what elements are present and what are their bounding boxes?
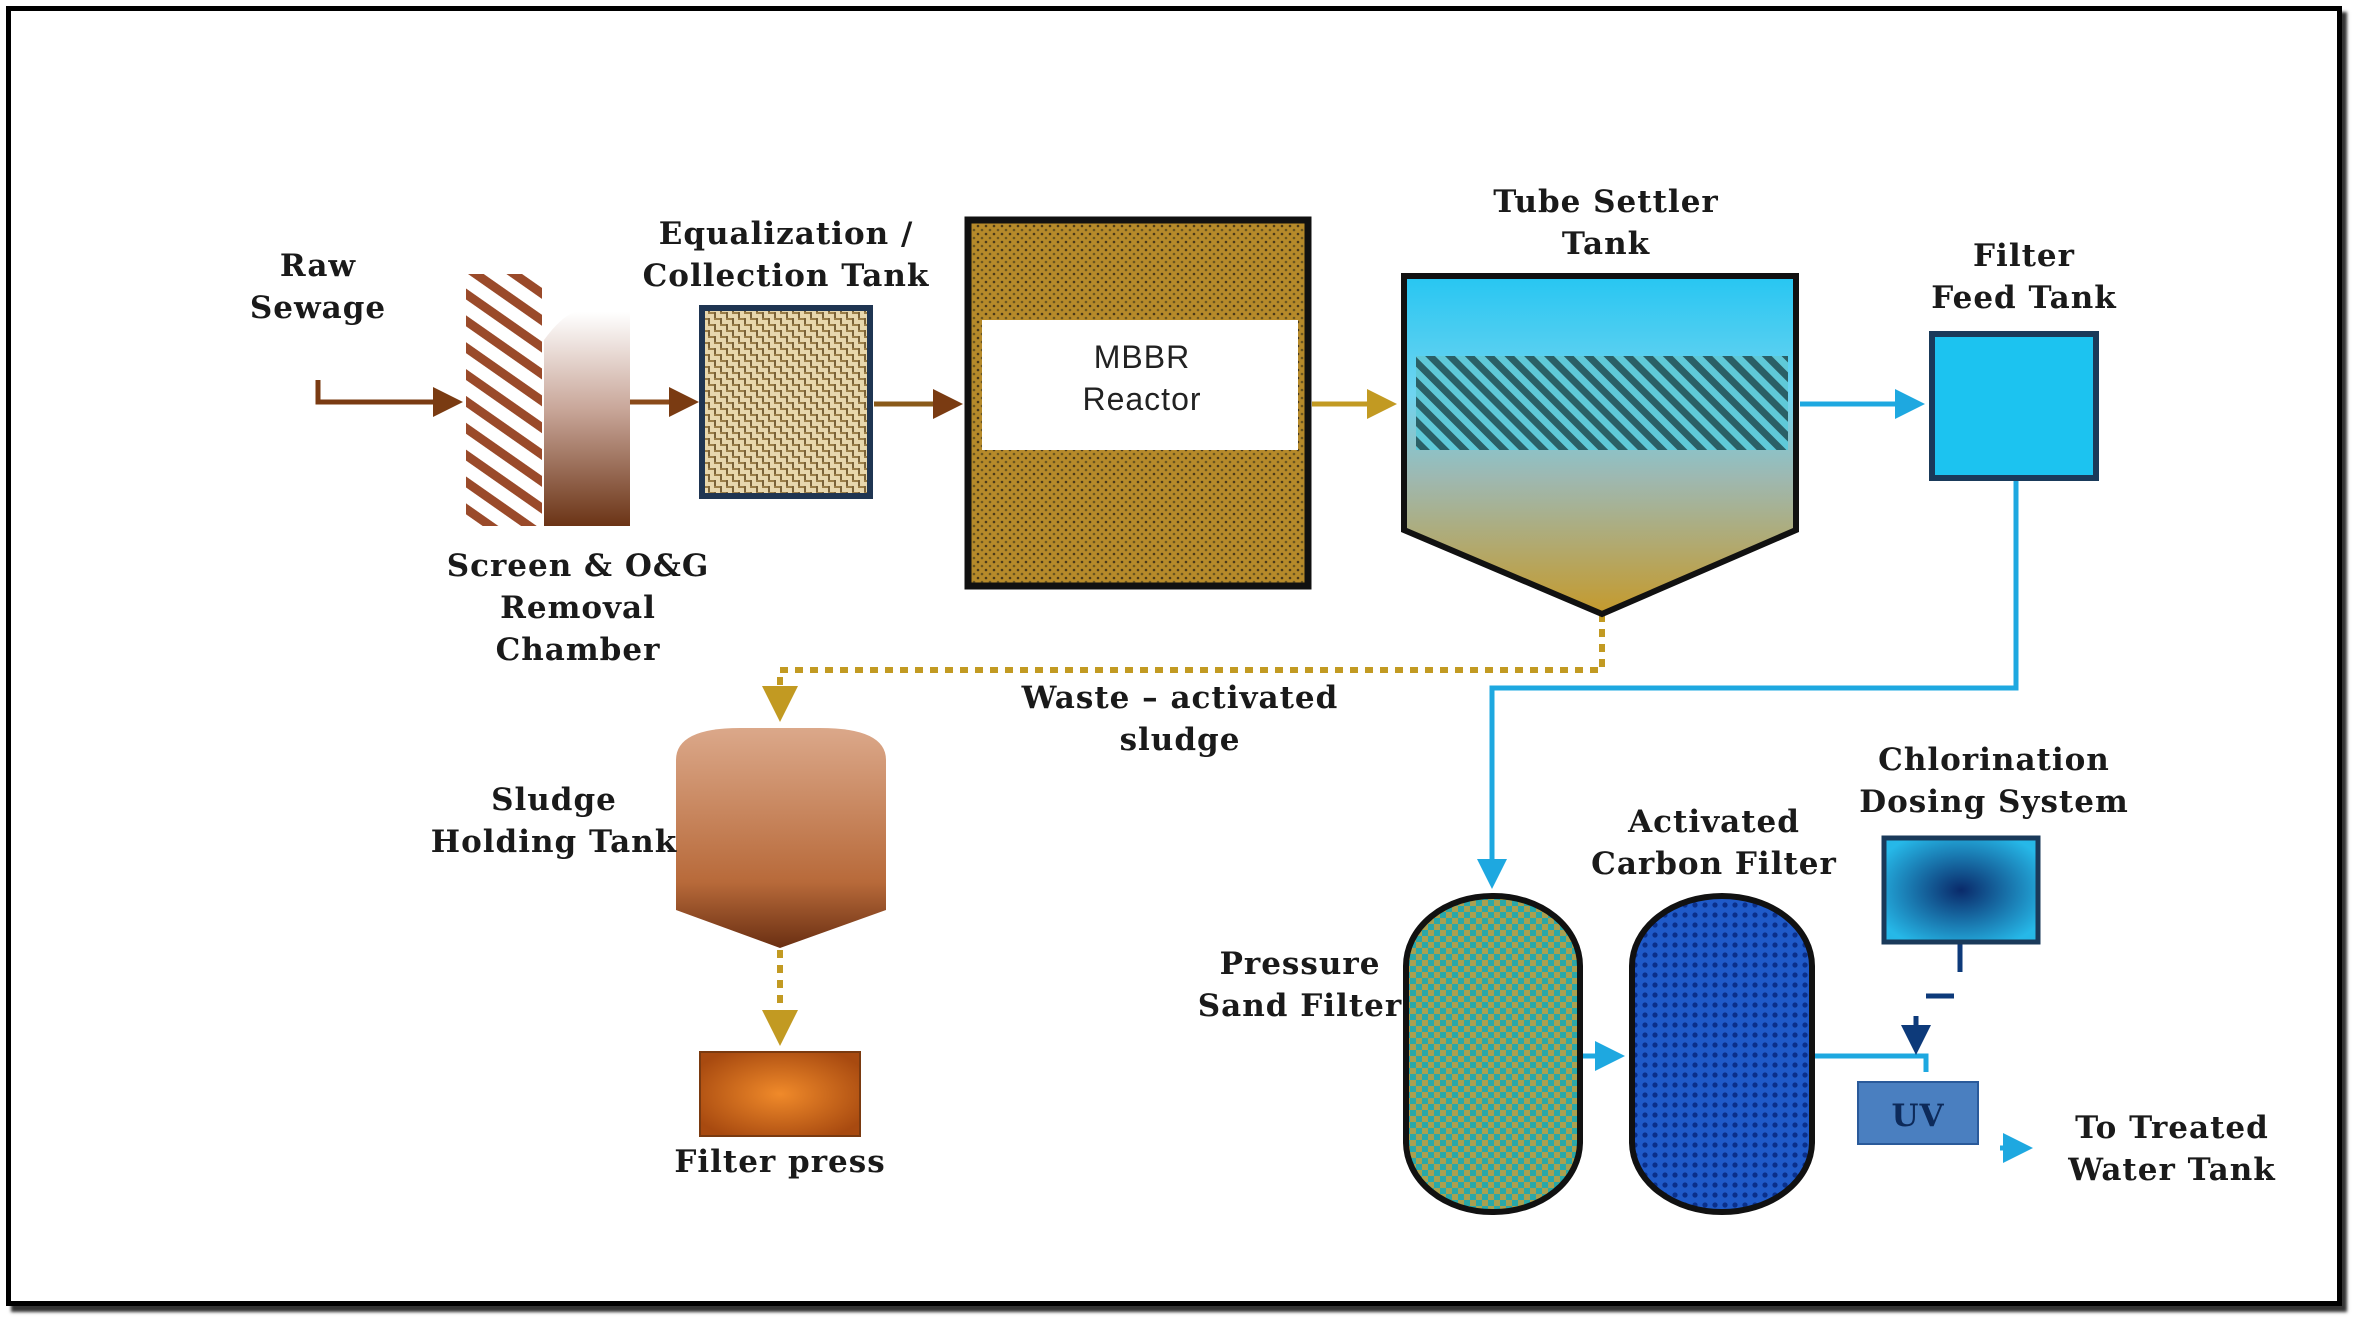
equalization-tank [699, 305, 873, 499]
waste-sludge-line [762, 614, 1605, 722]
raw-sewage-inflow-arrow [315, 380, 463, 417]
filter-feed-tank [1929, 331, 2099, 481]
bar-screen [466, 274, 542, 526]
flow-lines [315, 380, 2033, 1163]
screen-og-chamber [466, 274, 630, 526]
tube-settler-tank [1401, 273, 1799, 618]
sludge-holding-tank [676, 728, 886, 948]
filter-press-label: Filter press [674, 1144, 885, 1180]
mbbr-reactor [964, 216, 1312, 590]
og-removal-chamber [544, 312, 630, 526]
chlorination-dosing-unit [1881, 835, 2041, 945]
pressure-sand-filter [1403, 893, 1583, 1215]
mbbr-label-box [982, 320, 1298, 450]
uv-unit [1857, 1081, 1979, 1145]
carbon-to-uv-line [1814, 1053, 1929, 1072]
activated-carbon-filter [1629, 893, 1815, 1215]
feed-tank-to-sand-filter-line [1477, 480, 2019, 889]
uv-label: UV [1891, 1098, 1944, 1134]
filter-press [699, 1051, 861, 1137]
tube-settler-media [1416, 356, 1788, 450]
equalization-label: Equalization /Collection Tank [643, 216, 930, 294]
